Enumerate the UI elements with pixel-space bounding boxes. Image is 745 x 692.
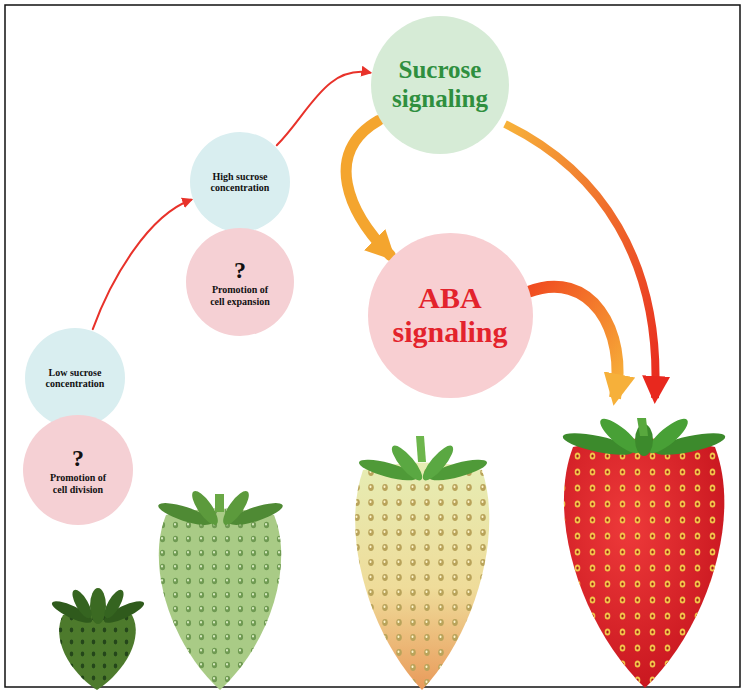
sucrose-signaling-circle: Sucrose signaling <box>371 16 509 154</box>
aba-signaling-circle: ABA signaling <box>368 233 533 398</box>
cell-division-circle: ?Promotion of cell division <box>23 415 133 525</box>
circle-text-group: ?Promotion of cell division <box>43 445 113 496</box>
circle-label: ABA signaling <box>380 281 520 350</box>
low-sucrose-circle: Low sucrose concentration <box>25 328 125 428</box>
circle-text-group: High sucrose concentration <box>209 171 271 194</box>
aba-to-ripening-arrow <box>528 287 618 398</box>
circle-text-group: ?Promotion of cell expansion <box>205 257 275 308</box>
circle-label: Promotion of cell division <box>43 472 113 495</box>
ripe-strawberry <box>561 414 727 688</box>
circle-label: Sucrose signaling <box>382 56 498 114</box>
circle-text-group: ABA signaling <box>380 281 520 350</box>
young-strawberry <box>50 587 147 690</box>
turning-strawberry <box>355 436 489 690</box>
thin-curved-arrow <box>93 200 191 329</box>
circle-label: Promotion of cell expansion <box>205 284 275 307</box>
high-sucrose-circle: High sucrose concentration <box>190 132 290 232</box>
green-strawberry <box>156 488 285 690</box>
circle-label: High sucrose concentration <box>209 171 271 194</box>
question-mark: ? <box>234 257 246 285</box>
question-mark: ? <box>72 445 84 473</box>
cell-expansion-circle: ?Promotion of cell expansion <box>186 228 294 336</box>
circle-label: Low sucrose concentration <box>44 367 106 390</box>
circle-text-group: Sucrose signaling <box>382 56 498 114</box>
sucrose-to-ripening-arrow <box>505 124 656 398</box>
circle-text-group: Low sucrose concentration <box>44 367 106 390</box>
thick-curved-arrow <box>346 121 390 256</box>
